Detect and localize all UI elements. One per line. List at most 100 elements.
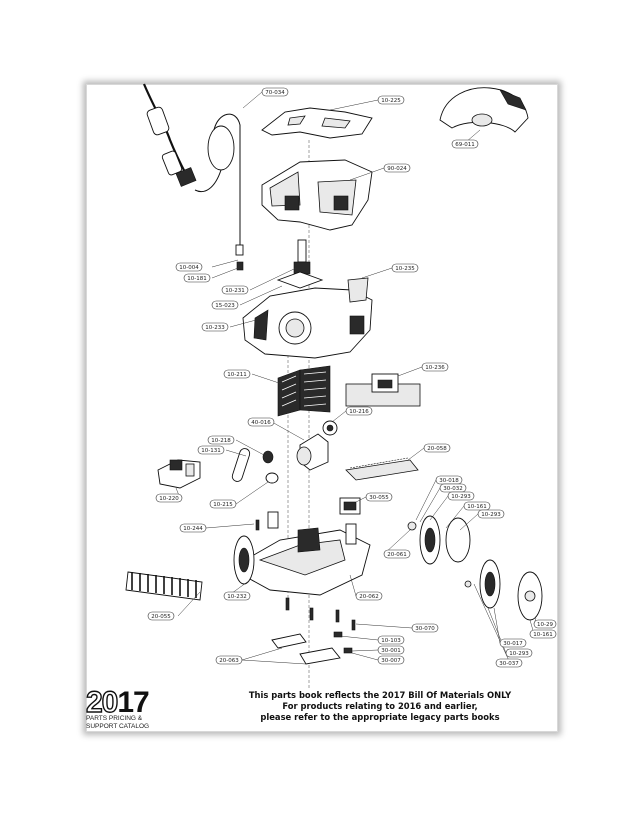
body-shell-drawing [261, 159, 373, 231]
callout-70-034-label: 70-034 [265, 90, 285, 96]
callout-30-070: 30-070 [411, 623, 439, 633]
shaft-drawing [276, 239, 324, 289]
callout-30-032: 30-032 [439, 483, 467, 493]
callout-10-29-label: 10-29 [537, 622, 553, 628]
callout-40-016-label: 40-016 [251, 420, 271, 426]
callout-10-161b-label: 10-161 [533, 632, 552, 638]
callout-10-218: 10-218 [207, 435, 235, 445]
callout-20-055-label: 20-055 [151, 614, 171, 620]
callout-20-055: 20-055 [147, 611, 175, 621]
callout-10-004: 10-004 [175, 262, 203, 272]
callout-30-001: 30-001 [377, 645, 405, 655]
callout-20-062-label: 20-062 [359, 594, 378, 600]
callout-20-062: 20-062 [355, 591, 383, 601]
filter-screen-drawing [345, 373, 421, 407]
callout-10-236: 10-236 [421, 362, 449, 372]
callout-10-233: 10-233 [201, 322, 229, 332]
callout-10-218-label: 10-218 [211, 438, 231, 444]
callout-69-011: 69-011 [451, 139, 479, 149]
callout-30-055-label: 30-055 [369, 495, 389, 501]
callout-30-055: 30-055 [365, 492, 393, 502]
belt-pulley-drawing [231, 448, 279, 484]
logo-subtitle: PARTS PRICING & SUPPORT CATALOG [86, 715, 149, 731]
callout-69-011-label: 69-011 [455, 142, 474, 148]
callout-10-131-label: 10-131 [201, 448, 220, 454]
callout-30-032-label: 30-032 [443, 486, 462, 492]
callout-10-231: 10-231 [221, 285, 249, 295]
callout-10-235-label: 10-235 [395, 266, 415, 272]
callout-10-293c: 10-293 [505, 648, 533, 658]
callout-10-216-label: 10-216 [349, 409, 369, 415]
brush-plates-drawing [271, 631, 353, 665]
callout-10-244-label: 10-244 [183, 526, 203, 532]
latch-drawing [339, 497, 361, 515]
logo-year-first: 20 [85, 686, 119, 719]
callout-30-037: 30-037 [495, 658, 523, 668]
notice-line-2: For products relating to 2016 and earlie… [282, 701, 478, 711]
callout-10-293a-label: 10-293 [451, 494, 471, 500]
callout-10-215: 10-215 [209, 499, 237, 509]
callout-20-061: 20-061 [383, 549, 411, 559]
notice-line-1: This parts book reflects the 2017 Bill O… [248, 690, 512, 700]
callout-10-293b: 10-293 [477, 509, 505, 519]
bom-notice: This parts book reflects the 2017 Bill O… [230, 690, 530, 723]
callout-30-007: 30-007 [377, 655, 405, 665]
callout-10-225: 10-225 [377, 95, 405, 105]
callout-10-293b-label: 10-293 [481, 512, 501, 518]
callout-10-216: 10-216 [345, 406, 373, 416]
callout-10-161a: 10-161 [463, 501, 491, 511]
motor-drawing [296, 420, 338, 471]
callout-10-181-label: 10-181 [187, 276, 206, 282]
callout-10-233-label: 10-233 [205, 325, 225, 331]
callout-10-211: 10-211 [223, 369, 251, 379]
callout-10-231-label: 10-231 [225, 288, 244, 294]
left-wheel-drawing [233, 535, 255, 585]
callouts: 70-034 10-225 69-011 90-024 10-004 10-18… [147, 87, 557, 668]
callout-10-220: 10-220 [155, 493, 183, 503]
callout-90-024: 90-024 [383, 163, 411, 173]
callout-30-001-label: 30-001 [381, 648, 400, 654]
power-cable-drawing [142, 83, 244, 271]
connector-drawing [157, 459, 201, 489]
chassis-drawing [244, 511, 371, 596]
callout-10-293c-label: 10-293 [509, 651, 529, 657]
callout-10-220-label: 10-220 [159, 496, 179, 502]
callout-20-058: 20-058 [423, 443, 451, 453]
callout-10-211-label: 10-211 [227, 372, 246, 378]
callout-10-236-label: 10-236 [425, 365, 445, 371]
callout-30-018: 30-018 [435, 475, 463, 485]
callout-10-181: 10-181 [183, 273, 211, 283]
logo-line-2: SUPPORT CATALOG [86, 723, 150, 730]
callout-30-007-label: 30-007 [381, 658, 401, 664]
screws-drawing [255, 519, 356, 631]
right-wheel-drawing [407, 515, 543, 621]
callout-30-018-label: 30-018 [439, 478, 459, 484]
callout-10-244: 10-244 [179, 523, 207, 533]
callout-10-161a-label: 10-161 [467, 504, 486, 510]
callout-10-215-label: 10-215 [213, 502, 233, 508]
callout-40-016: 40-016 [247, 417, 275, 427]
notice-line-3: please refer to the appropriate legacy p… [260, 712, 500, 722]
callout-70-034: 70-034 [261, 87, 289, 97]
callout-10-235: 10-235 [391, 263, 419, 273]
catalog-logo: 2017 PARTS PRICING & SUPPORT CATALOG [85, 686, 166, 736]
callout-10-004-label: 10-004 [179, 265, 199, 271]
logo-year-second: 17 [117, 686, 149, 719]
bottom-plate-drawing [345, 457, 419, 481]
callout-10-293a: 10-293 [447, 491, 475, 501]
brush-roller-drawing [125, 571, 203, 601]
callout-20-058-label: 20-058 [427, 446, 447, 452]
hood-drawing [242, 277, 373, 359]
callout-30-017: 30-017 [499, 638, 527, 648]
callout-20-063-label: 20-063 [219, 658, 239, 664]
callout-20-061-label: 20-061 [387, 552, 406, 558]
callout-10-103: 10-103 [377, 635, 405, 645]
callout-90-024-label: 90-024 [387, 166, 407, 172]
callout-10-103-label: 10-103 [381, 638, 401, 644]
impeller-drawing [277, 365, 331, 417]
handle-drawing [439, 87, 529, 133]
callout-10-161b: 10-161 [529, 629, 557, 639]
logo-line-1: PARTS PRICING & [86, 715, 143, 722]
top-cover-drawing [261, 107, 373, 139]
